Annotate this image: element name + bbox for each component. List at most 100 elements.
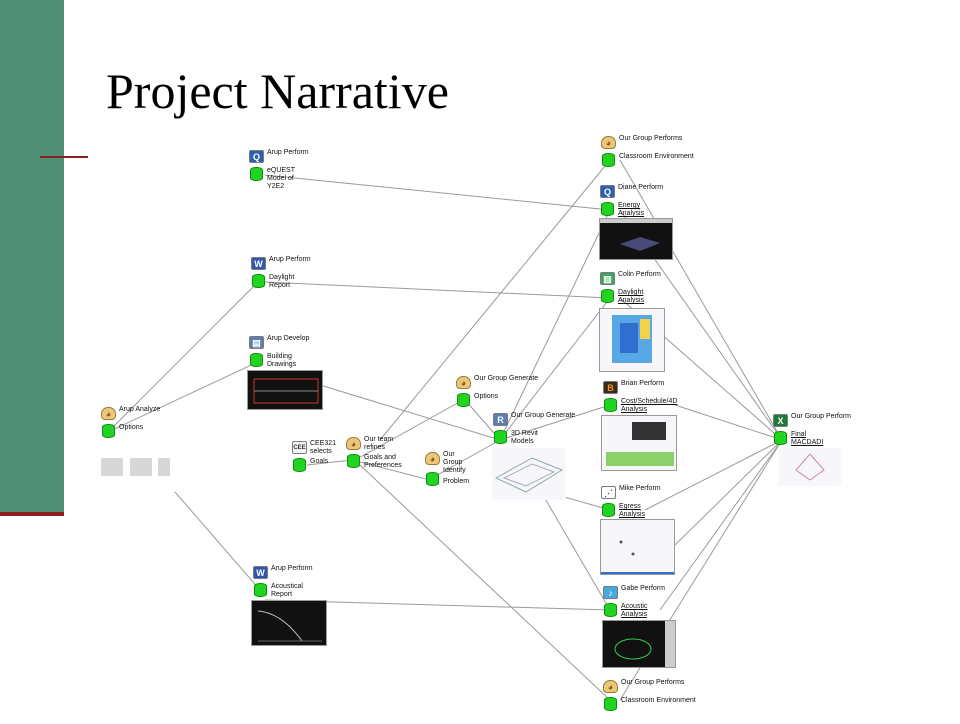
node-verb: CEE321 selects [310,440,337,455]
cee-logo-icon: CEE [292,441,307,454]
node-diane-perform: Q Diane Perform Energy Analysis [600,184,710,229]
connector [359,464,611,701]
b-logo-icon: B [603,381,618,394]
egress-plot-thumbnail [600,519,675,575]
connector [264,281,611,299]
connector [107,281,259,433]
connector [319,384,501,441]
node-verb: Diane Perform [618,184,664,191]
datastore-cylinder-icon [604,603,617,617]
scatter-icon: ⋰ [601,486,616,499]
options-photo-3 [158,458,170,476]
datastore-cylinder-icon [601,289,614,303]
node-our-group-generate-revit: R Our Group Generate 3D Revit Models [493,412,603,457]
cost-schedule-thumbnail [601,415,677,471]
node-verb: Arup Analyze [119,406,161,413]
node-object: Acoustic Analysis [621,603,648,618]
connector [174,491,261,591]
excel-icon: X [773,414,788,427]
brain-icon: ◕ [603,680,618,693]
datastore-cylinder-icon [102,424,115,438]
connector [306,459,353,466]
node-cee321-selects: CEE CEE321 selects Goals [292,440,402,485]
node-verb: Gabe Perform [621,585,665,592]
datastore-cylinder-icon [604,398,617,412]
connector [644,439,783,511]
datastore-cylinder-icon [494,430,507,444]
datastore-cylinder-icon [604,697,617,711]
node-verb: Our team refines [364,436,394,451]
brain-icon: ◕ [456,376,471,389]
datastore-cylinder-icon [347,454,360,468]
datastore-cylinder-icon [252,274,265,288]
datastore-cylinder-icon [254,583,267,597]
node-verb: Our Group Generate [511,412,576,419]
node-object: Options [119,424,144,431]
connector [619,159,783,441]
node-object: Classroom Environment [621,697,696,704]
node-our-group-perform-final: X Our Group Perform Final MACDADI [773,413,883,458]
node-verb: Brian Perform [621,380,665,387]
options-photo-2 [130,458,152,476]
connector [539,489,611,611]
brain-icon: ◕ [101,407,116,420]
drawing-icon: ▤ [249,336,264,349]
node-verb: Our Group Perform [791,413,851,420]
energy-model-thumbnail [599,218,673,260]
connector [431,439,501,479]
connector [674,404,783,441]
node-our-team-refines: ◕ Our team refines Goals and Preferences [346,436,456,481]
connector [499,209,611,441]
datastore-cylinder-icon [426,472,439,486]
node-verb: Arup Perform [271,565,313,572]
node-verb: Our Group Performs [621,679,685,686]
word-doc-icon: W [251,257,266,270]
slide-title: Project Narrative [106,63,449,119]
node-object: Egress Analysis [619,503,646,518]
node-object: Daylight Analysis [618,289,645,304]
node-object: Classroom Environment [619,153,694,160]
datastore-cylinder-icon [250,167,263,181]
chart-icon: ▥ [600,272,615,285]
macdadi-radar-thumbnail [778,448,842,486]
node-verb: Mike Perform [619,485,661,492]
equest-icon: Q [249,150,264,163]
word-doc-icon: W [253,566,268,579]
connector [659,439,783,611]
node-colin-perform: ▥ Colin Perform Daylight Analysis [600,271,710,316]
node-object: eQUEST Model of Y2E2 [267,167,295,190]
datastore-cylinder-icon [457,393,470,407]
connector [354,399,464,461]
acoustic-model-thumbnail [602,620,676,668]
node-verb: Colin Perform [618,271,661,278]
connector [674,439,783,546]
node-object: Final MACDADI [791,431,824,446]
node-object: Problem [443,478,470,485]
equest-icon: Q [600,185,615,198]
node-object: Goals [310,458,329,465]
datastore-cylinder-icon [602,503,615,517]
revit-model-thumbnail [492,448,566,500]
connector [359,461,431,481]
revit-icon: R [493,413,508,426]
node-object: Daylight Report [269,274,295,289]
brain-icon: ◕ [346,437,361,450]
node-verb: Our Group Performs [619,135,683,142]
connector [499,404,611,441]
node-our-group-performs-bottom: ◕ Our Group Performs Classroom Environme… [603,679,713,724]
daylight-map-thumbnail [599,308,665,372]
datastore-cylinder-icon [601,202,614,216]
node-object: Goals and Preferences [364,454,402,469]
node-verb: Our Group Identify [443,451,466,474]
node-arup-perform-equest: Q Arup Perform eQUEST Model of Y2E2 [249,149,359,194]
node-object: 3D Revit Models [511,430,538,445]
node-object: Cost/Schedule/4D Analysis [621,398,678,413]
node-our-group-performs-top: ◕ Our Group Performs Classroom Environme… [601,135,711,180]
connector [264,174,611,211]
node-object: Building Drawings [267,353,297,368]
node-brian-perform: B Brian Perform Cost/Schedule/4D Analysi… [603,380,713,425]
node-gabe-perform: ♪ Gabe Perform Acoustic Analysis [603,585,713,630]
connector [499,297,611,441]
node-arup-perform-acoustical: W Arup Perform Acoustical Report [253,565,363,610]
